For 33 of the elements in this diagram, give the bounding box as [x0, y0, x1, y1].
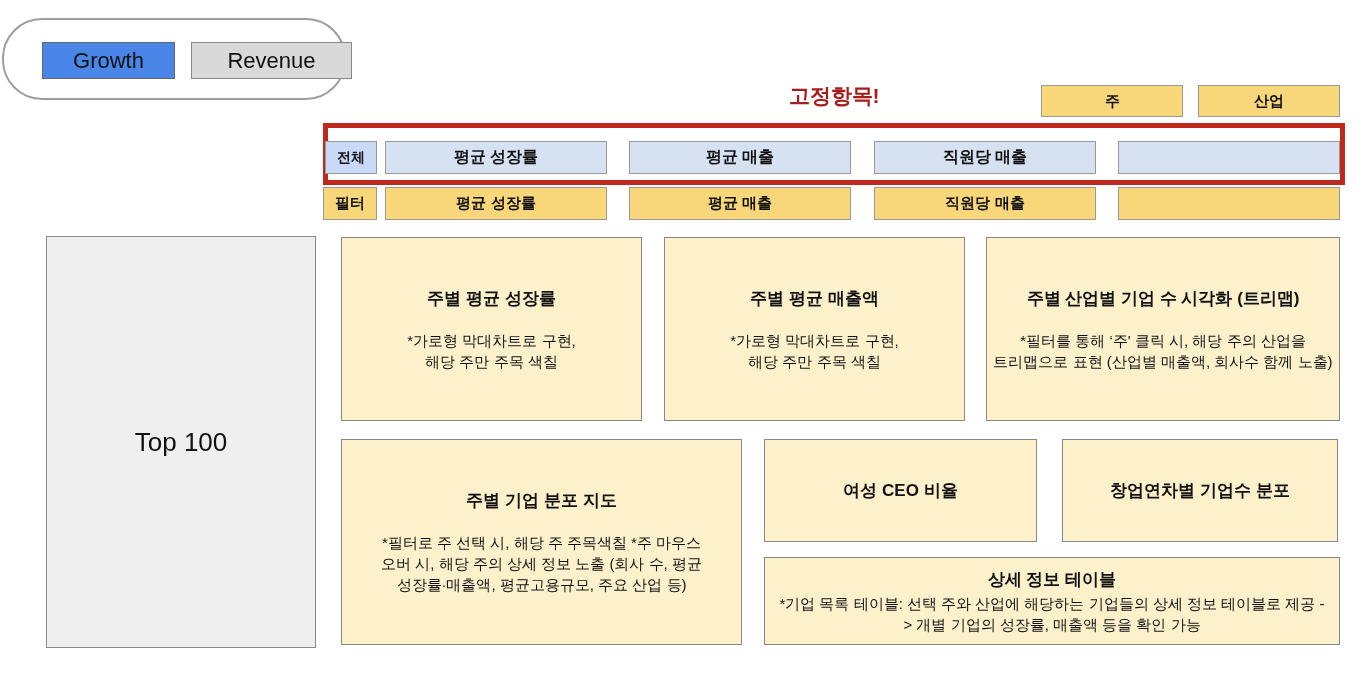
metric-box: 평균 성장률 — [385, 141, 607, 174]
chart-card: 창업연차별 기업수 분포 — [1062, 439, 1338, 542]
chart-card — [664, 237, 965, 421]
chart-card — [341, 237, 642, 421]
metric-box — [1118, 141, 1340, 174]
card-title: 주별 평균 성장률 — [427, 287, 556, 310]
toggle-button: Growth — [42, 42, 175, 79]
row-label: 전체 — [325, 141, 377, 174]
metric-box: 평균 매출 — [629, 141, 851, 174]
filter-box: 평균 매출 — [629, 187, 851, 220]
card-description: *가로형 막대차트로 구현, 해당 주만 주목 색칠 — [406, 330, 577, 372]
filter-box — [1118, 187, 1340, 220]
card-title: 주별 평균 매출액 — [750, 287, 879, 310]
chart-card: 여성 CEO 비율 — [764, 439, 1037, 542]
card-description: *기업 목록 테이블: 선택 주와 산업에 해당하는 기업들의 상세 정보 테이블로 제공 -> 개별 기업의 성장률, 매출액 등을 확인 가능 — [778, 593, 1326, 635]
toggle-button: Revenue — [191, 42, 352, 79]
filter-box: 직원당 매출 — [874, 187, 1096, 220]
filter-tab: 주 — [1041, 85, 1183, 117]
card-description: *가로형 막대차트로 구현, 해당 주만 주목 색칠 — [729, 330, 900, 372]
filter-box: 평균 성장률 — [385, 187, 607, 220]
table-card — [764, 557, 1340, 645]
frame-heading: 고정항목! — [788, 83, 880, 109]
map-card — [341, 439, 742, 645]
card-description: *필터로 주 선택 시, 해당 주 주목색칠 *주 마우스 오버 시, 해당 주의 상세 정보 노출 (회사 수, 평균 성장률·매출액, 평균고용규모, 주요 산업 등) — [380, 533, 703, 595]
card-title: 주별 산업별 기업 수 시각화 (트리맵) — [1026, 287, 1300, 310]
row-label: 필터 — [323, 187, 377, 220]
metric-box: 직원당 매출 — [874, 141, 1096, 174]
card-description: *필터를 통해 ‘주' 클릭 시, 해당 주의 산업을 트리맵으로 표현 (산업별 매출액, 회사수 함께 노출) — [993, 330, 1333, 372]
filter-tab: 산업 — [1198, 85, 1340, 117]
card-title: 주별 기업 분포 지도 — [466, 490, 617, 512]
chart-card — [986, 237, 1340, 421]
card-title: 상세 정보 테이블 — [987, 568, 1117, 591]
ranking-panel: Top 100 — [46, 236, 316, 648]
